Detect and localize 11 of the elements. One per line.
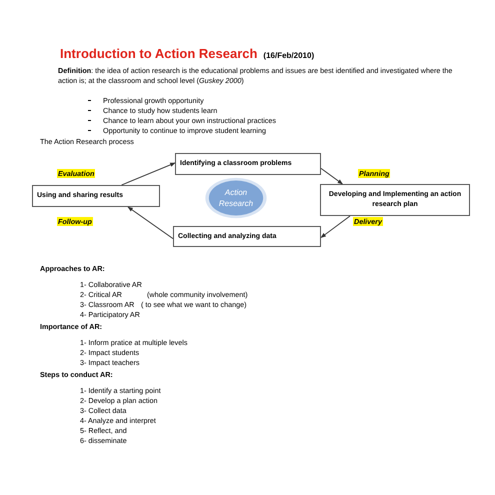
page-title: Introduction to Action Research [60,45,258,63]
arrow [128,206,174,240]
arrow [121,162,176,186]
center-text: Action Research [218,187,254,209]
process-box [32,185,160,207]
process-box [320,184,470,216]
arrow [320,168,343,184]
arrow [320,216,350,238]
date-text: (16/Feb/2010) [263,50,314,62]
process-box [175,153,321,175]
process-box [173,226,321,247]
